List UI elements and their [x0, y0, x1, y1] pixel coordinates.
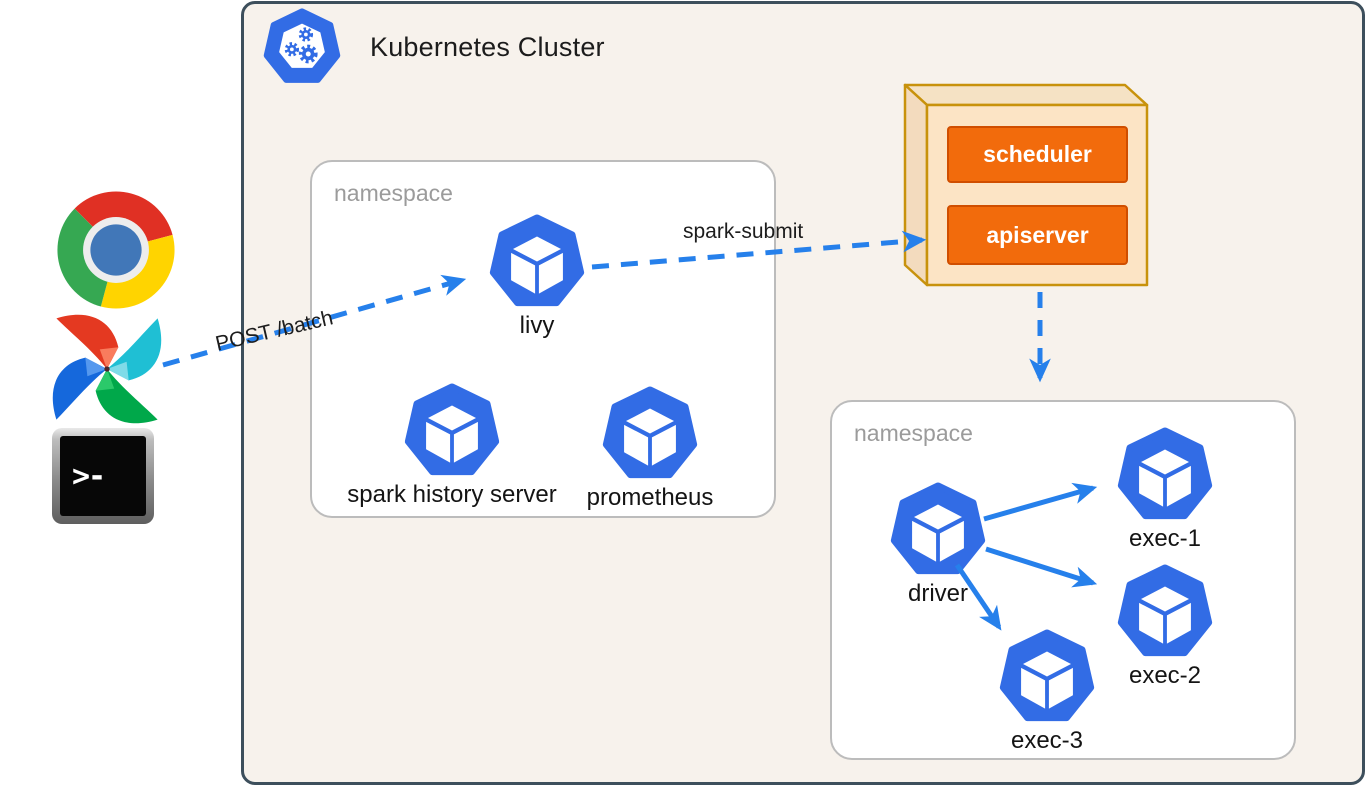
pod-livy: livy	[489, 214, 585, 339]
airflow-icon	[52, 314, 162, 424]
terminal-screen: >-	[60, 436, 146, 516]
pod-icon	[404, 383, 500, 479]
pod-icon	[602, 386, 698, 482]
namespace-label: namespace	[854, 420, 973, 446]
apiserver-label: apiserver	[986, 221, 1089, 248]
edge-label-spark-submit: spark-submit	[683, 220, 804, 243]
cluster-title: Kubernetes Cluster	[370, 32, 605, 62]
pod-label-exec-1: exec-1	[1128, 525, 1202, 552]
pod-label-driver: driver	[907, 580, 969, 607]
namespace-label: namespace	[334, 180, 453, 206]
pod-label-livy: livy	[519, 312, 555, 339]
pod-spark-history-server: spark history server	[347, 383, 557, 508]
pod-icon	[999, 629, 1095, 725]
pod-label-prometheus: prometheus	[586, 484, 714, 511]
pod-prometheus: prometheus	[587, 386, 713, 511]
chrome-icon	[57, 191, 175, 309]
kubernetes-logo-icon	[263, 8, 341, 83]
pod-icon	[1117, 427, 1213, 523]
pod-icon	[890, 482, 986, 578]
pod-icon	[489, 214, 585, 310]
pod-label-exec-2: exec-2	[1128, 662, 1202, 689]
pod-exec-2: exec-2	[1117, 564, 1213, 689]
pod-icon	[1117, 564, 1213, 660]
scheduler-label: scheduler	[983, 141, 1092, 167]
pod-label-spark-history-server: spark history server	[347, 481, 557, 508]
pod-exec-1: exec-1	[1117, 427, 1213, 552]
apiserver-box: apiserver	[947, 205, 1128, 265]
pod-exec-3: exec-3	[999, 629, 1095, 754]
terminal-prompt-text: >-	[72, 458, 106, 494]
pod-driver: driver	[890, 482, 986, 607]
terminal-icon: >-	[52, 428, 154, 524]
scheduler-box: scheduler	[947, 126, 1128, 183]
pod-label-exec-3: exec-3	[1010, 727, 1084, 754]
